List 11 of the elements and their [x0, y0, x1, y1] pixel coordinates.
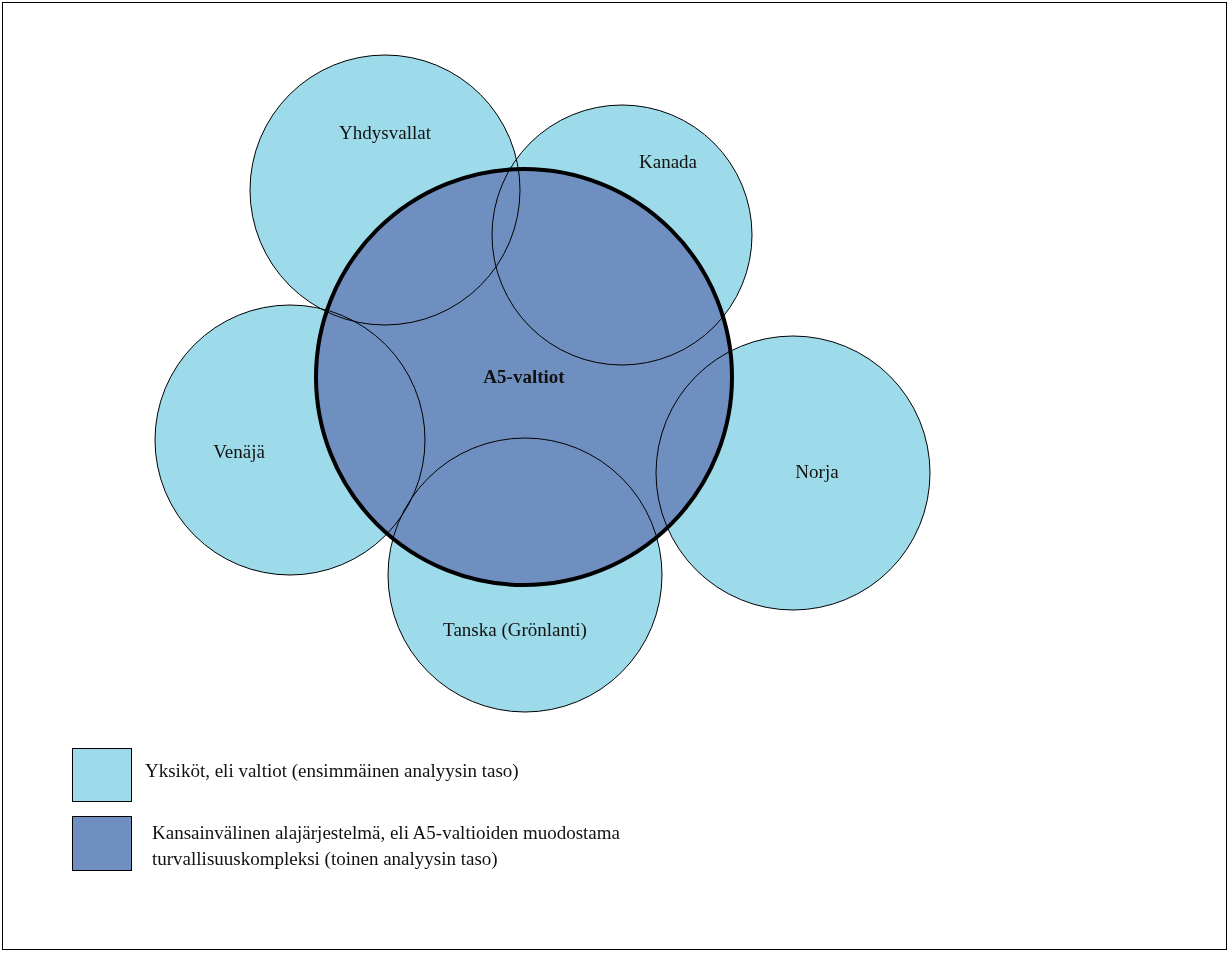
circle-label: Kanada: [639, 151, 697, 173]
legend-text: Yksiköt, eli valtiot (ensimmäinen analyysin taso): [145, 759, 520, 783]
circle-label: Yhdysvallat: [339, 122, 431, 144]
circle-label: Venäjä: [213, 441, 265, 463]
circle-label: Tanska (Grönlanti): [443, 619, 587, 641]
legend-text: Kansainvälinen alajärjestelmä, eli A5-valtioiden muodostama turvallisuuskompleksi (toinen analyysin taso): [152, 821, 621, 871]
circle-label: Norja: [795, 461, 839, 483]
circle-label: A5-valtiot: [483, 366, 565, 388]
system-circle: [314, 167, 734, 587]
state-circle: [654, 334, 932, 612]
state-circle: [386, 436, 664, 714]
